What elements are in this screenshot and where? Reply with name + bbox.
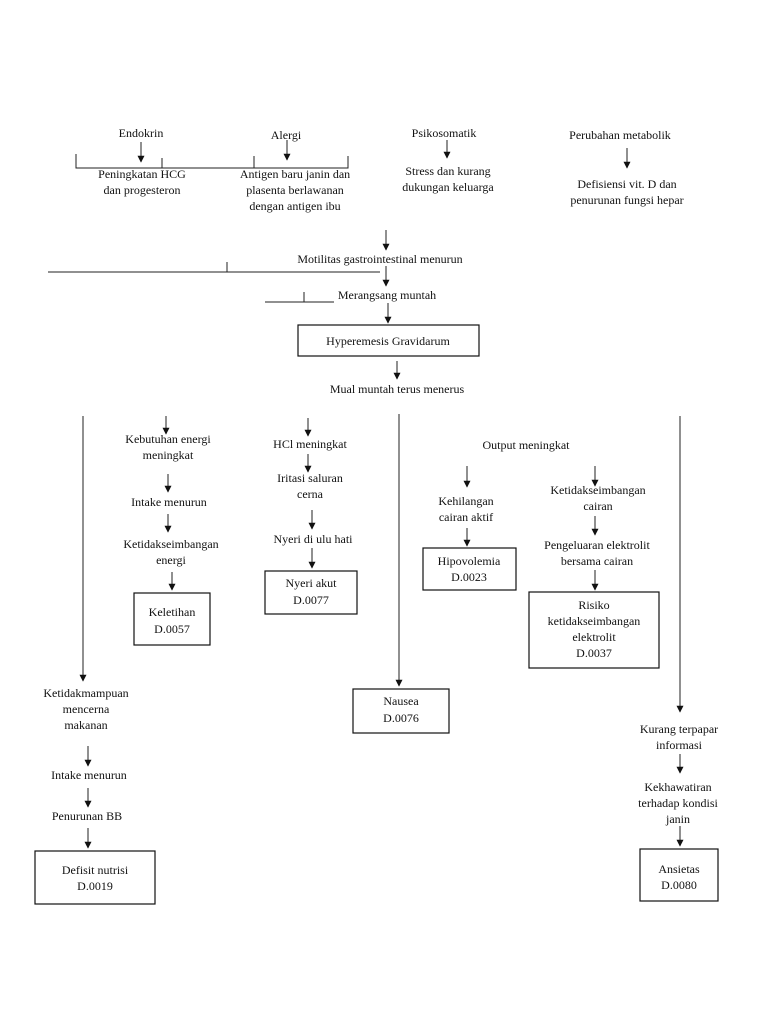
label-kehilangan-2: cairan aktif — [439, 510, 493, 524]
label-intake-nutrisi: Intake menurun — [51, 768, 127, 782]
label-nyeri-akut-code: D.0077 — [293, 593, 329, 607]
label-antigen-1: Antigen baru janin dan — [240, 167, 350, 181]
label-risiko-1: Risiko — [578, 598, 609, 612]
label-hcg-2: dan progesteron — [104, 183, 181, 197]
label-ketidakmampuan-2: mencerna — [63, 702, 110, 716]
label-nyeri-akut: Nyeri akut — [286, 576, 338, 590]
label-nyeri: Nyeri di ulu hati — [274, 532, 354, 546]
label-pengeluaran-2: bersama cairan — [561, 554, 633, 568]
risiko-box — [528, 591, 660, 669]
defisit-nutrisi-box — [34, 850, 156, 905]
label-ketidakseimbangan-energi-1: Ketidakseimbangan — [123, 537, 218, 551]
label-hcg-1: Peningkatan HCG — [98, 167, 186, 181]
label-output: Output meningkat — [483, 438, 571, 452]
hipovolemia-box — [422, 547, 517, 591]
label-perubahan-metabolik: Perubahan metabolik — [569, 128, 671, 142]
label-kekhawatiran-1: Kekhawatiran — [644, 780, 711, 794]
label-ketidakmampuan-1: Ketidakmampuan — [43, 686, 128, 700]
label-risiko-3: elektrolit — [572, 630, 616, 644]
boxes — [34, 324, 719, 905]
label-intake-energi: Intake menurun — [131, 495, 207, 509]
label-stress-2: dukungan keluarga — [402, 180, 494, 194]
label-mual: Mual muntah terus menerus — [330, 382, 465, 396]
label-defisiensi-1: Defisiensi vit. D dan — [577, 177, 676, 191]
label-iritasi-2: cerna — [297, 487, 324, 501]
label-hyperemesis: Hyperemesis Gravidarum — [326, 334, 450, 348]
label-antigen-3: dengan antigen ibu — [249, 199, 340, 213]
connectors — [48, 140, 684, 849]
label-kebutuhan-2: meningkat — [143, 448, 194, 462]
label-nausea: Nausea — [383, 694, 419, 708]
label-risiko-2: ketidakseimbangan — [548, 614, 641, 628]
label-hipovolemia: Hipovolemia — [438, 554, 501, 568]
label-ketidakmampuan-3: makanan — [64, 718, 107, 732]
label-ketidakseimbangan-cairan-1: Ketidakseimbangan — [550, 483, 645, 497]
label-kekhawatiran-3: janin — [665, 812, 690, 826]
label-antigen-2: plasenta berlawanan — [246, 183, 344, 197]
label-kehilangan-1: Kehilangan — [438, 494, 493, 508]
nausea-box — [352, 688, 450, 734]
label-iritasi-1: Iritasi saluran — [277, 471, 343, 485]
hyperemesis-box — [297, 324, 480, 357]
label-alergi: Alergi — [271, 128, 302, 142]
label-risiko-code: D.0037 — [576, 646, 612, 660]
labels: Endokrin Alergi Psikosomatik Perubahan m… — [43, 126, 718, 893]
label-defisit-nutrisi: Defisit nutrisi — [62, 863, 129, 877]
label-keletihan-code: D.0057 — [154, 622, 190, 636]
label-ketidakseimbangan-energi-2: energi — [156, 553, 186, 567]
label-pengeluaran-1: Pengeluaran elektrolit — [544, 538, 650, 552]
keletihan-box — [133, 592, 211, 646]
nyeri-akut-box — [264, 570, 358, 615]
label-ansietas-code: D.0080 — [661, 878, 697, 892]
label-keletihan: Keletihan — [149, 605, 196, 619]
label-psikosomatik: Psikosomatik — [412, 126, 477, 140]
causes-bracket — [75, 154, 349, 169]
label-defisiensi-2: penurunan fungsi hepar — [570, 193, 683, 207]
label-hipovolemia-code: D.0023 — [451, 570, 487, 584]
ansietas-box — [639, 848, 719, 902]
label-stress-1: Stress dan kurang — [405, 164, 490, 178]
label-defisit-nutrisi-code: D.0019 — [77, 879, 113, 893]
label-motilitas: Motilitas gastrointestinal menurun — [297, 252, 462, 266]
label-ketidakseimbangan-cairan-2: cairan — [583, 499, 612, 513]
label-kurang-1: Kurang terpapar — [640, 722, 718, 736]
label-hcl: HCl meningkat — [273, 437, 347, 451]
label-endokrin: Endokrin — [119, 126, 164, 140]
label-nausea-code: D.0076 — [383, 711, 419, 725]
label-penurunan-bb: Penurunan BB — [52, 809, 122, 823]
label-kurang-2: informasi — [656, 738, 703, 752]
label-kekhawatiran-2: terhadap kondisi — [638, 796, 718, 810]
label-kebutuhan-1: Kebutuhan energi — [125, 432, 211, 446]
label-ansietas: Ansietas — [658, 862, 700, 876]
label-merangsang: Merangsang muntah — [338, 288, 436, 302]
